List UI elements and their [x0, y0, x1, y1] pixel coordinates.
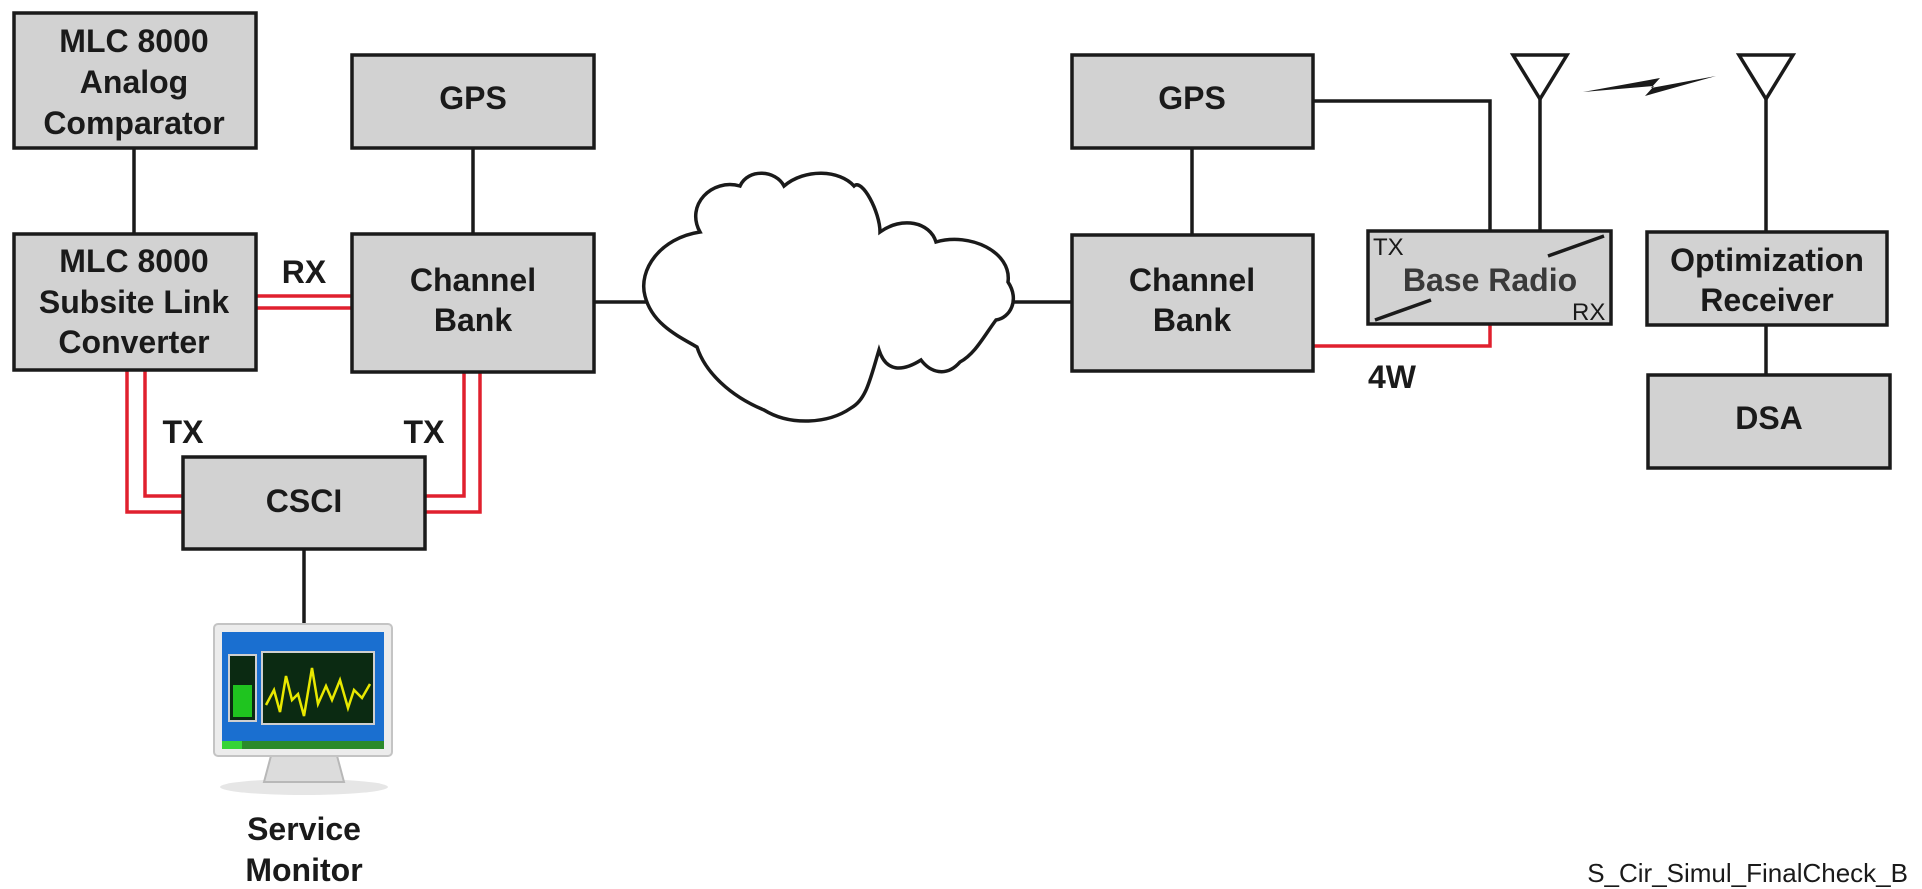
base-radio-label: Base Radio: [1403, 262, 1577, 298]
node-gps-right: GPS: [1070, 53, 1315, 150]
analog-comparator-line-3: Comparator: [43, 105, 224, 141]
optimization-receiver-line-2: Receiver: [1700, 282, 1833, 318]
tx-left-label: TX: [163, 414, 205, 450]
base-radio-tx-label: TX: [1373, 234, 1404, 261]
channel-bank-right-line-1: Channel: [1129, 262, 1255, 298]
node-gps-left: GPS: [350, 53, 596, 150]
subsite-link-converter-line-1: MLC 8000: [59, 243, 208, 279]
service-monitor-icon: [213, 623, 393, 795]
tx-right-path-outer: [425, 372, 482, 514]
tx-left-path-outer: [125, 370, 183, 514]
dsa-label: DSA: [1735, 400, 1803, 436]
antenna-optimization-receiver-icon: [1735, 53, 1797, 232]
four-wire-label: 4W: [1368, 359, 1417, 395]
node-dsa: DSA: [1646, 373, 1892, 470]
antenna-base-radio-icon: [1509, 53, 1571, 231]
service-monitor-line-2: Monitor: [245, 852, 362, 888]
node-analog-comparator: MLC 8000 Analog Comparator: [12, 11, 258, 150]
diagram-caption: S_Cir_Simul_FinalCheck_B: [1587, 858, 1908, 888]
node-subsite-link-converter: MLC 8000 Subsite Link Converter: [12, 232, 258, 372]
optimization-receiver-line-1: Optimization: [1670, 242, 1864, 278]
channel-bank-right-line-2: Bank: [1153, 302, 1231, 338]
base-radio-rx-label: RX: [1572, 299, 1605, 326]
tx-right-path-inner: [425, 372, 466, 498]
subsite-link-converter-line-2: Subsite Link: [39, 284, 229, 320]
rx-label: RX: [282, 254, 327, 290]
channel-bank-left-line-1: Channel: [410, 262, 536, 298]
tx-left-path-inner: [143, 370, 183, 498]
node-base-radio: TX RX Base Radio: [1366, 229, 1613, 326]
subsite-link-converter-line-3: Converter: [58, 324, 209, 360]
rf-link-lightning-icon: [1583, 76, 1716, 96]
node-channel-bank-right: Channel Bank: [1070, 233, 1315, 373]
node-channel-bank-left: Channel Bank: [350, 232, 596, 374]
channel-bank-left-line-2: Bank: [434, 302, 512, 338]
tx-right-label: TX: [404, 414, 446, 450]
audio-paths: [125, 294, 1492, 514]
link-gps-base-radio: [1313, 99, 1492, 231]
service-monitor-line-1: Service: [247, 811, 361, 847]
node-csci: CSCI: [181, 455, 427, 551]
analog-comparator-line-1: MLC 8000: [59, 23, 208, 59]
network-cloud-icon: [642, 171, 1015, 423]
four-wire-path: [1313, 324, 1492, 348]
analog-comparator-line-2: Analog: [80, 64, 188, 100]
node-optimization-receiver: Optimization Receiver: [1645, 230, 1889, 327]
csci-label: CSCI: [266, 483, 342, 519]
gps-right-label: GPS: [1158, 80, 1226, 116]
gps-left-label: GPS: [439, 80, 507, 116]
